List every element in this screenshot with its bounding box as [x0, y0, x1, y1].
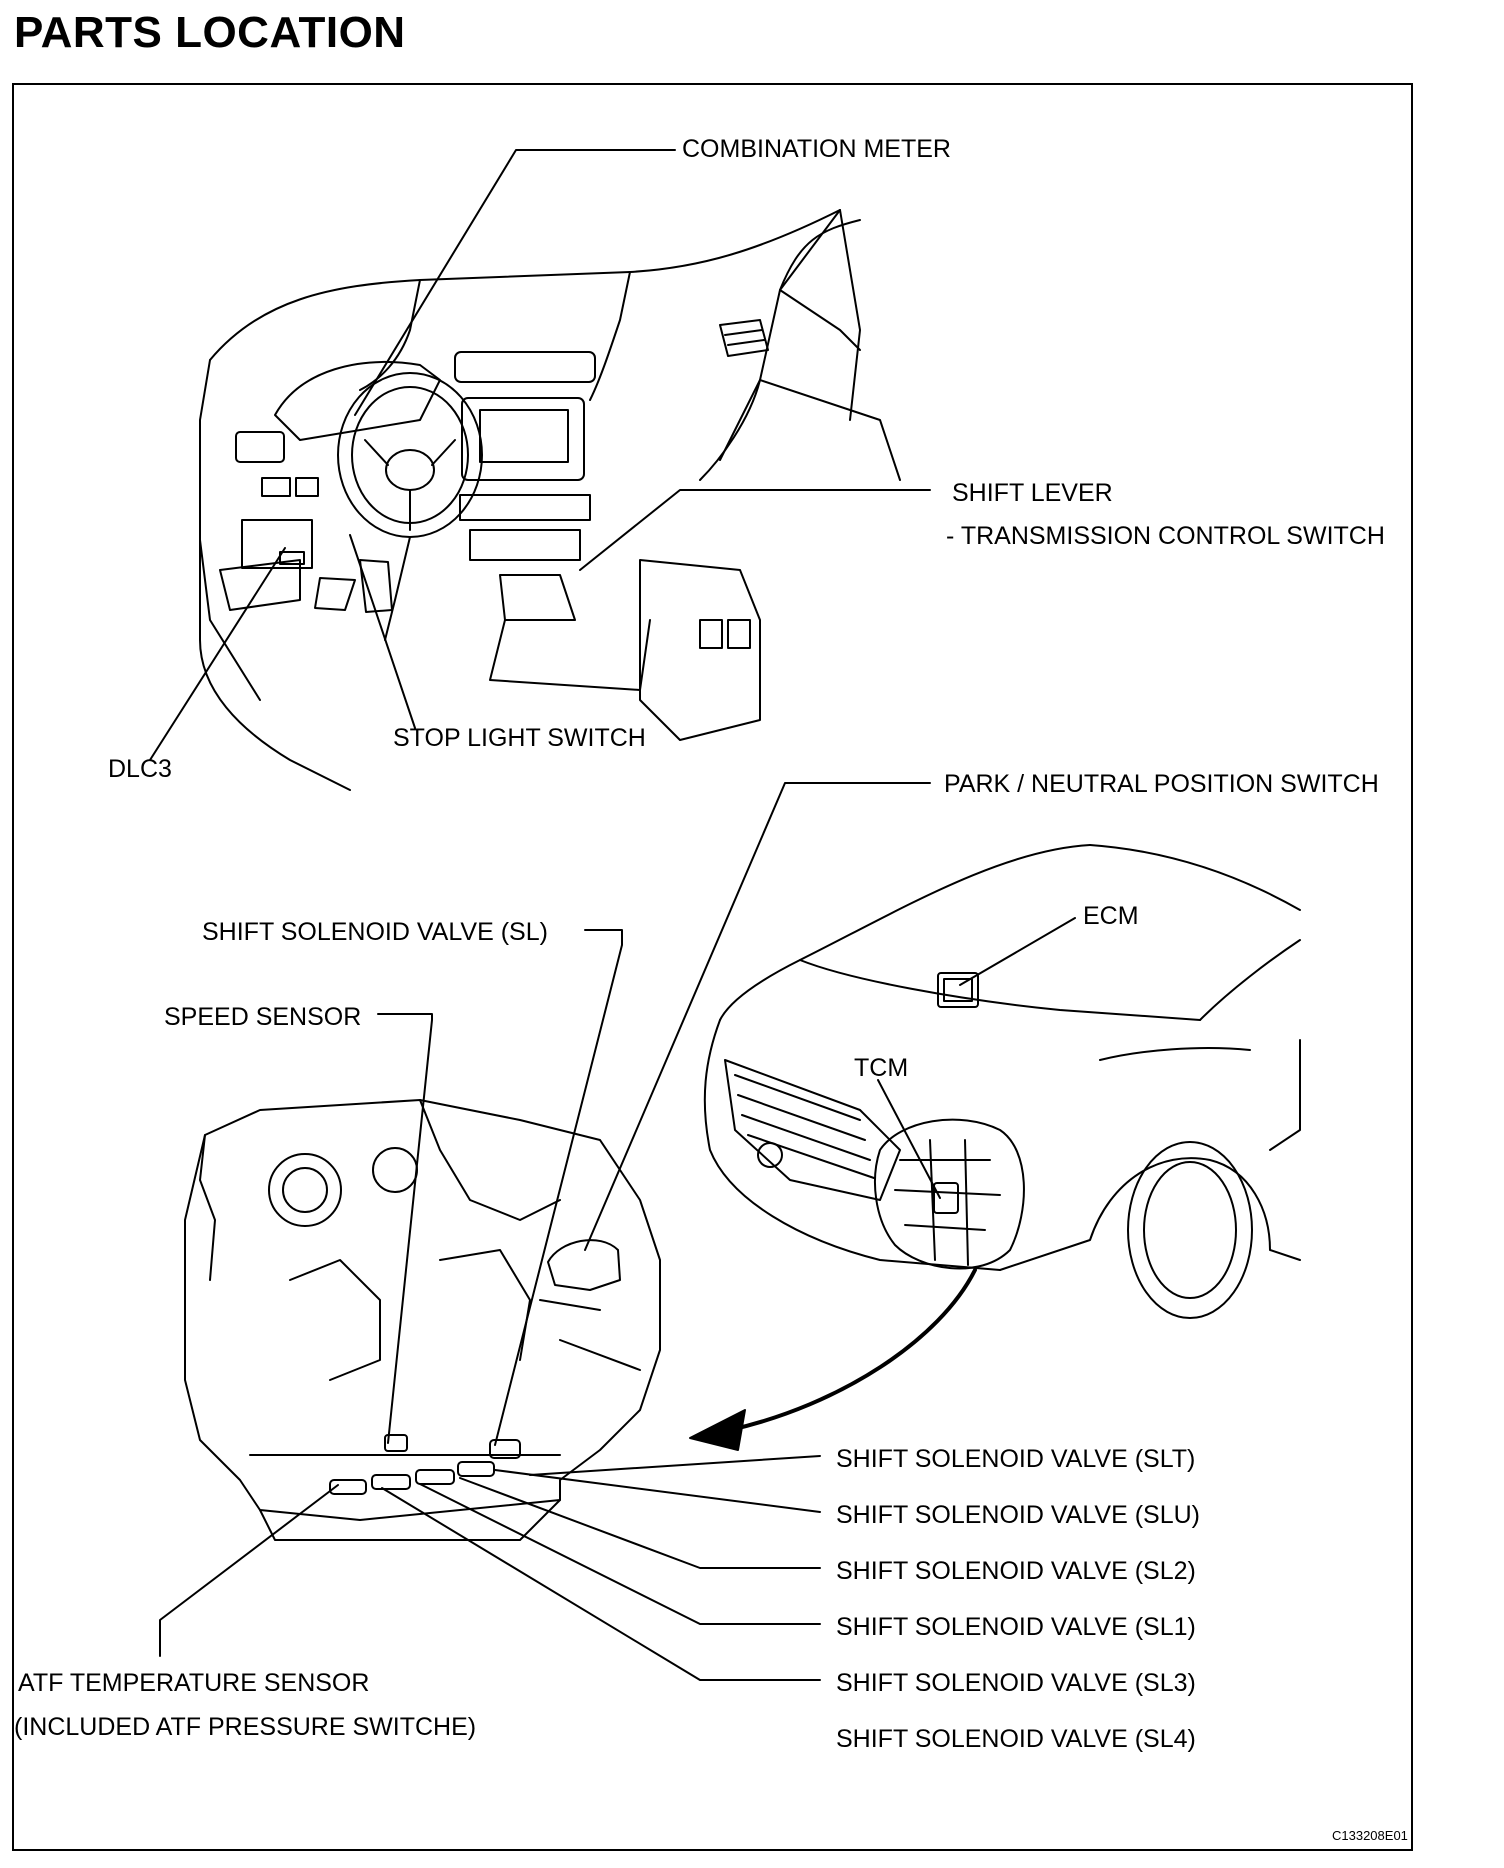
label-shift-solenoid-sl2: SHIFT SOLENOID VALVE (SL2)	[836, 1557, 1196, 1585]
page-title: PARTS LOCATION	[14, 8, 406, 57]
label-shift-solenoid-sl4: SHIFT SOLENOID VALVE (SL4)	[836, 1725, 1196, 1753]
diagram-frame	[12, 83, 1413, 1851]
label-transmission-control-switch: - TRANSMISSION CONTROL SWITCH	[946, 522, 1385, 550]
label-shift-solenoid-slu: SHIFT SOLENOID VALVE (SLU)	[836, 1501, 1200, 1529]
label-speed-sensor: SPEED SENSOR	[164, 1003, 362, 1031]
interior-dashboard-drawing	[199, 209, 901, 791]
car-front-drawing	[703, 844, 1301, 1319]
label-ecm: ECM	[1083, 902, 1139, 930]
label-atf-pressure-switch: (INCLUDED ATF PRESSURE SWITCHE)	[14, 1713, 477, 1741]
label-tcm: TCM	[854, 1054, 909, 1082]
label-atf-temperature-sensor: ATF TEMPERATURE SENSOR	[18, 1669, 370, 1697]
transmission-drawing	[184, 1099, 661, 1541]
label-shift-solenoid-sl: SHIFT SOLENOID VALVE (SL)	[202, 918, 548, 946]
figure-id: C133208E01	[1332, 1828, 1408, 1843]
leader-lines	[149, 149, 1076, 1681]
label-shift-solenoid-sl3: SHIFT SOLENOID VALVE (SL3)	[836, 1669, 1196, 1697]
label-stop-light-switch: STOP LIGHT SWITCH	[393, 724, 646, 752]
location-arrowhead	[689, 1409, 746, 1451]
label-combination-meter: COMBINATION METER	[682, 135, 951, 163]
label-park-neutral-position-switch: PARK / NEUTRAL POSITION SWITCH	[944, 770, 1379, 798]
label-shift-solenoid-sl1: SHIFT SOLENOID VALVE (SL1)	[836, 1613, 1196, 1641]
label-shift-lever: SHIFT LEVER	[952, 479, 1113, 507]
label-dlc3: DLC3	[108, 755, 172, 783]
label-shift-solenoid-slt: SHIFT SOLENOID VALVE (SLT)	[836, 1445, 1196, 1473]
location-arrow	[728, 1268, 977, 1432]
